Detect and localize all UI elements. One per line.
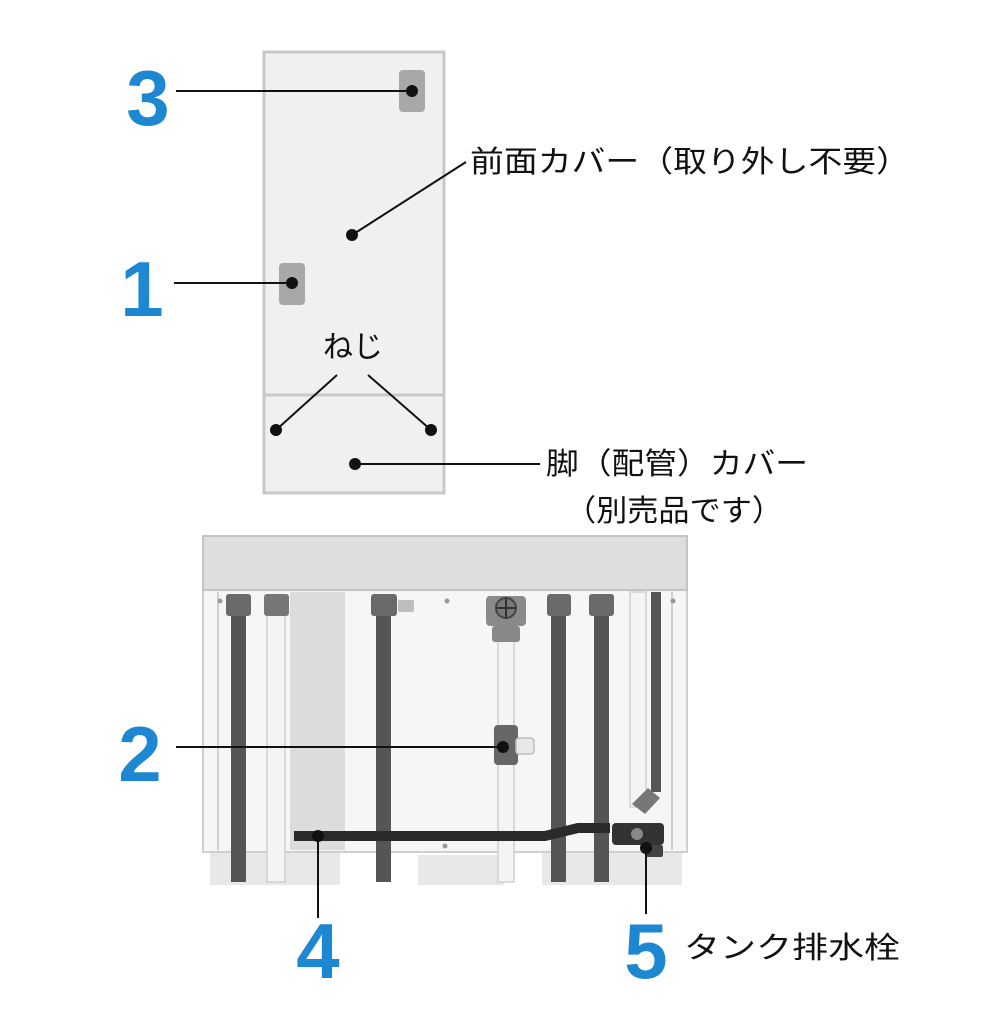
- leader-line-screw-left: [275, 374, 338, 431]
- pipe: [266, 599, 286, 883]
- leader-dot-3: [406, 85, 418, 97]
- leg-cover-note: （別売品です）: [565, 494, 783, 529]
- leader-line-front-cover: [351, 161, 467, 236]
- leg-cover-panel: [262, 393, 446, 495]
- pipe: [629, 591, 647, 808]
- base-foot: [418, 855, 504, 885]
- leader-dot-4: [312, 830, 324, 842]
- pipe-fitting: [547, 594, 571, 616]
- pipe: [551, 600, 566, 882]
- pipe: [231, 600, 246, 882]
- leader-dot-front-cover: [346, 229, 358, 241]
- pipe-fitting: [264, 594, 289, 616]
- leader-dot-5: [640, 842, 652, 854]
- leader-line-screw-right: [367, 374, 432, 431]
- rivet: [444, 598, 450, 604]
- callout-number-1: 1: [120, 245, 163, 333]
- pipe-fitting: [371, 594, 397, 616]
- inner-shadow-panel: [290, 592, 345, 850]
- pipe: [376, 600, 391, 882]
- pipe-fitting: [226, 594, 251, 616]
- rivet: [442, 843, 448, 849]
- leader-dot-screw-left: [270, 424, 282, 436]
- leg-cover-label: 脚（配管）カバー: [546, 447, 808, 482]
- drain-plug-icon: [612, 788, 664, 857]
- leader-dot-leg-cover: [349, 458, 361, 470]
- valve-icon: [486, 596, 526, 642]
- leader-dot-screw-right: [425, 424, 437, 436]
- callout-number-4: 4: [296, 907, 339, 995]
- callout-number-5: 5: [624, 907, 667, 995]
- tank-drain-label: タンク排水栓: [684, 931, 900, 966]
- rivet: [217, 598, 223, 604]
- pipe: [651, 592, 661, 792]
- pipe: [594, 600, 609, 882]
- screw-label: ねじ: [323, 330, 383, 365]
- unit-top-band: [202, 535, 688, 591]
- leader-dot-2: [497, 741, 509, 753]
- leader-dot-1: [286, 277, 298, 289]
- piping-view: 2 4 5 タンク排水栓: [118, 535, 900, 995]
- callout-number-3: 3: [126, 54, 169, 142]
- front-cover-label: 前面カバー（取り外し不要）: [470, 145, 910, 180]
- drain-pipe: [294, 823, 610, 841]
- pipe-fitting: [398, 600, 414, 612]
- callout-number-2: 2: [118, 710, 161, 798]
- rivet: [670, 598, 676, 604]
- pipe-fitting: [589, 594, 614, 616]
- front-panel-view: 3 1 前面カバー（取り外し不要） ねじ 脚（配管）カバー （別売品です）: [120, 50, 910, 529]
